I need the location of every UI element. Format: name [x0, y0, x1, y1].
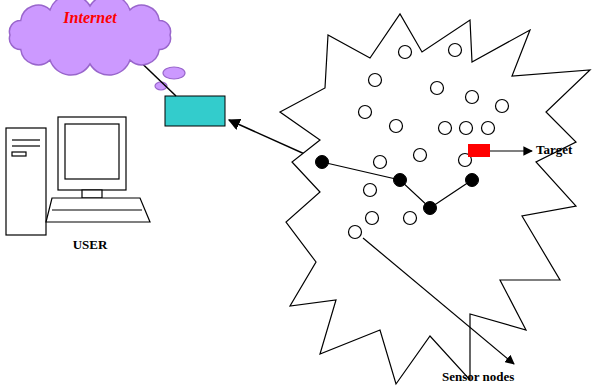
cloud-label: Internet: [63, 9, 116, 27]
sensor-node: [374, 156, 387, 169]
sensor-node: [482, 122, 495, 135]
sensor-node: [414, 149, 427, 162]
target-marker: [468, 144, 490, 157]
sensor-node: [390, 120, 403, 133]
route-line: [322, 162, 472, 208]
sensor-node: [366, 212, 379, 225]
sensor-node: [466, 91, 479, 104]
user-label: USER: [73, 238, 108, 252]
target-label: Target: [536, 143, 572, 157]
relay-node: [316, 156, 329, 169]
internet-cloud: Internet: [4, 1, 176, 69]
relay-node: [466, 174, 479, 187]
target-leader: [490, 150, 532, 151]
sensor-leader: [363, 238, 514, 364]
sensor-field: [280, 14, 590, 384]
sensor-node: [449, 44, 462, 57]
sensor-node: [439, 122, 452, 135]
sensor-node: [369, 74, 382, 87]
sensor-node: [349, 226, 362, 239]
sensor-node: [404, 212, 417, 225]
sensor-label: Sensor nodes: [442, 370, 514, 384]
sensor-node: [460, 122, 473, 135]
sensor-node: [399, 46, 412, 59]
cloud-bubble: [163, 67, 185, 79]
computer-icon: [6, 117, 150, 235]
relay-node: [424, 202, 437, 215]
relay-node: [394, 174, 407, 187]
gateway-box: [165, 96, 225, 126]
sensor-node: [359, 106, 372, 119]
sensor-node: [364, 184, 377, 197]
sensor-node: [496, 100, 509, 113]
sensor-node: [431, 82, 444, 95]
